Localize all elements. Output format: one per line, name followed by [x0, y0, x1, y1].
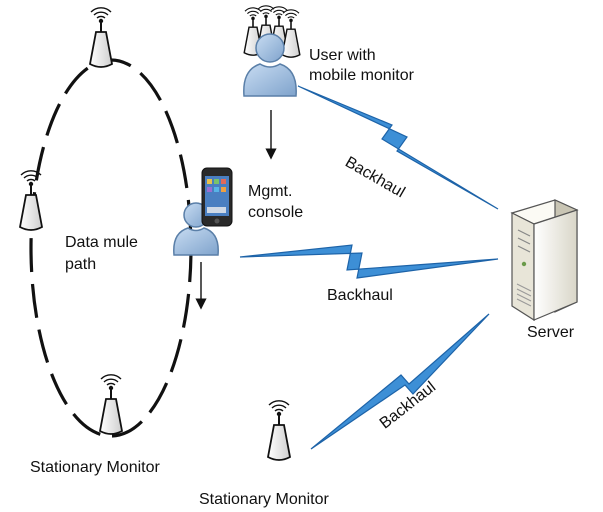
smartphone-icon: [201, 167, 233, 227]
mgmt-label-line2: console: [248, 204, 304, 221]
stationary-monitor-path-bottom-icon: [99, 373, 123, 435]
data-mule-label-line1: Data mule: [65, 234, 138, 251]
user-label-line1: User with: [309, 47, 376, 64]
server-label: Server: [527, 324, 575, 341]
backhaul-label-middle: Backhaul: [327, 287, 393, 304]
backhaul-link-top: [297, 85, 499, 210]
mgmt-label-line1: Mgmt.: [248, 183, 293, 200]
stationary-monitor-top-icon: [89, 6, 113, 68]
server-icon: [510, 199, 579, 322]
user-label-line2: mobile monitor: [309, 67, 414, 84]
user-person-icon: [243, 33, 297, 97]
stationary-monitor-left-label: Stationary Monitor: [30, 459, 160, 476]
backhaul-link-middle: [239, 244, 499, 279]
stationary-monitor-bottom-icon: [267, 399, 291, 461]
stationary-monitor-left-icon: [19, 169, 43, 231]
stationary-monitor-bottom-label: Stationary Monitor: [199, 491, 329, 508]
backhaul-link-bottom: [310, 313, 490, 450]
data-mule-label-line2: path: [65, 256, 97, 273]
